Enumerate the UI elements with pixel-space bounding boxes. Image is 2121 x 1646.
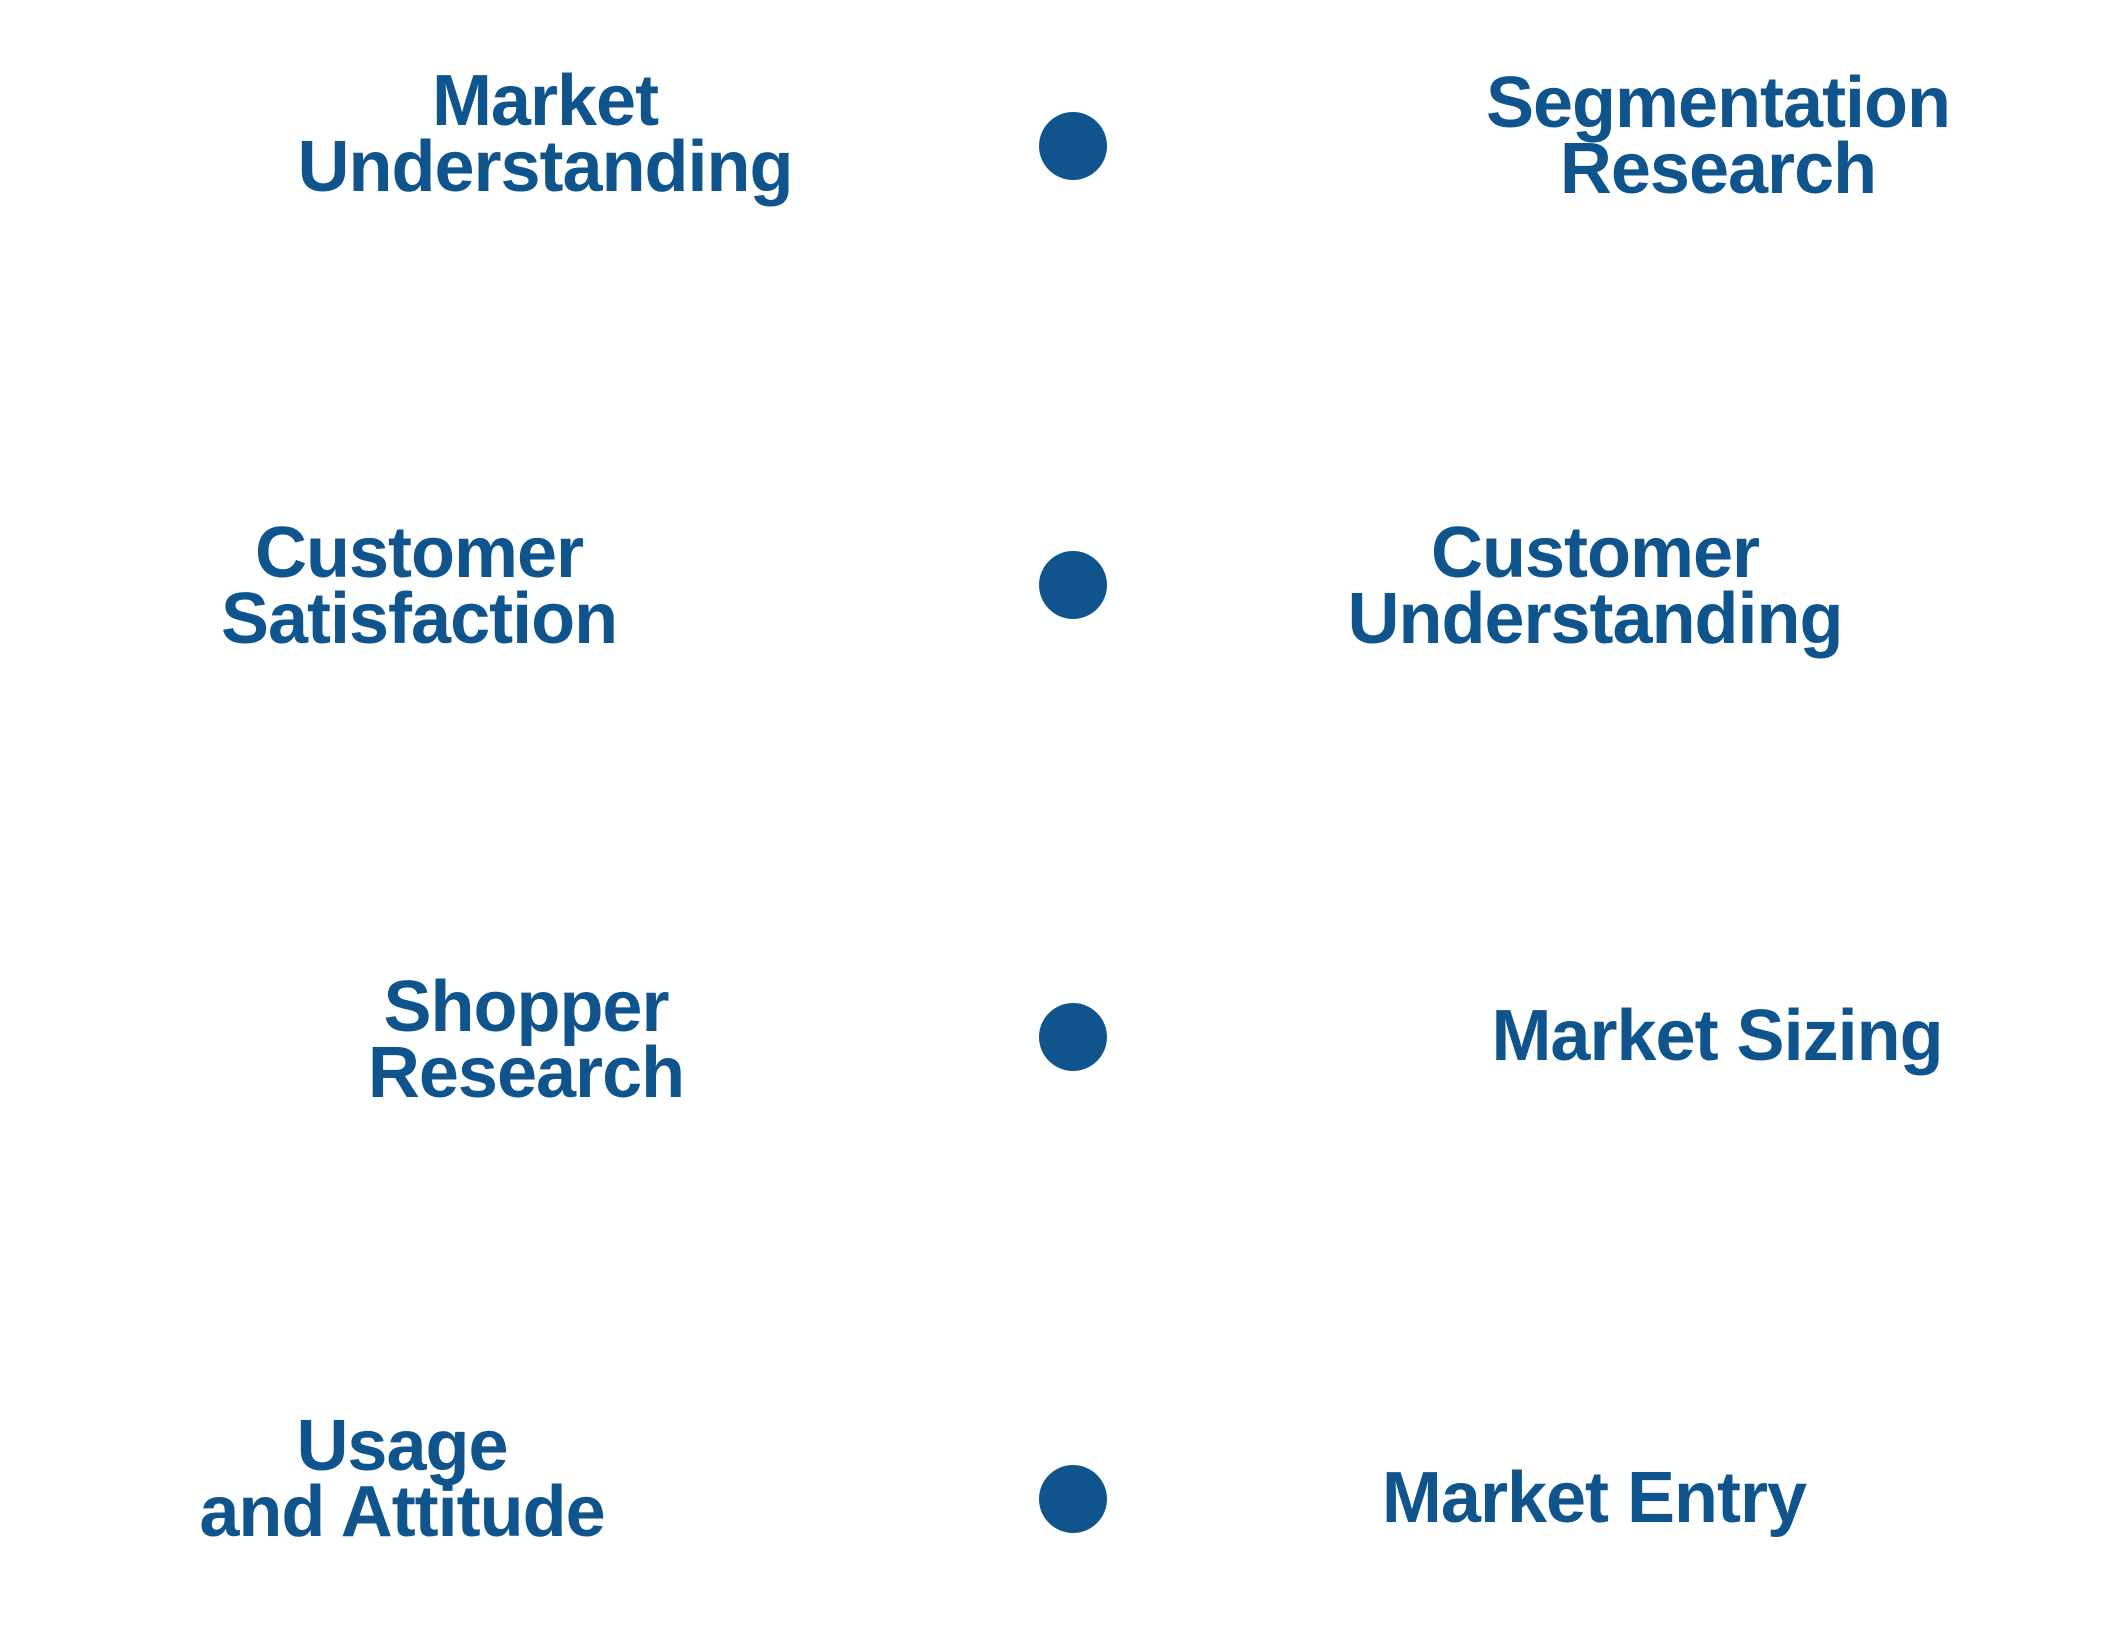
label-line: Market (431, 61, 659, 141)
bullet-dot (1039, 1465, 1107, 1533)
bullet-dot (1039, 112, 1107, 180)
label-line: Usage (296, 1406, 508, 1486)
label-line: Segmentation (1485, 63, 1951, 143)
label-line: Customer (1430, 513, 1760, 593)
label-line: Research (367, 1033, 685, 1113)
label-line: Customer (254, 513, 584, 593)
label-line: Shopper (383, 967, 669, 1047)
label-line: and Attitude (199, 1472, 605, 1552)
label-line: Understanding (297, 127, 793, 207)
label-market-entry: Market Entry (1381, 1458, 1807, 1538)
label-line: Satisfaction (220, 579, 618, 659)
label-line: Research (1559, 129, 1877, 209)
label-line: Market Entry (1381, 1458, 1807, 1538)
bullet-dot (1039, 1003, 1107, 1071)
bullet-dot (1039, 551, 1107, 619)
label-segmentation-research: Segmentation Research (1485, 63, 1951, 209)
label-market-sizing: Market Sizing (1491, 996, 1943, 1076)
label-line: Market Sizing (1491, 996, 1943, 1076)
label-line: Understanding (1347, 579, 1843, 659)
label-customer-understanding: Customer Understanding (1347, 513, 1843, 659)
label-shopper-research: Shopper Research (367, 967, 685, 1113)
label-market-understanding: Market Understanding (297, 61, 793, 207)
label-usage-and-attitude: Usage and Attitude (199, 1406, 605, 1552)
label-customer-satisfaction: Customer Satisfaction (220, 513, 618, 659)
